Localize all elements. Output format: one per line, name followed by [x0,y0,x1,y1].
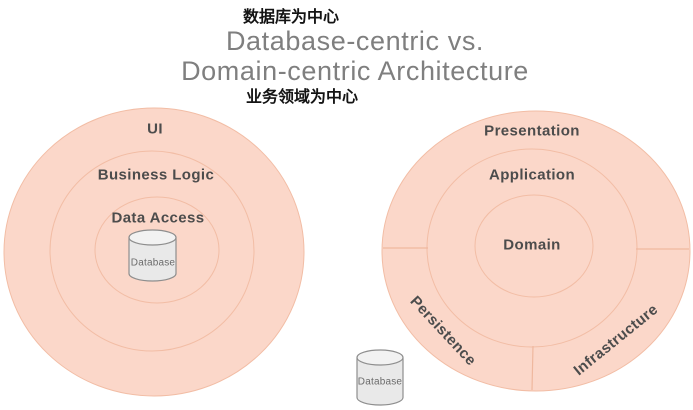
left-ring-label-ui: UI [147,120,163,138]
right-ring-label-domain: Domain [503,236,561,254]
right-diagram-circles [381,110,691,392]
right-ring-label-application: Application [488,166,576,184]
right-outer-circle [381,110,691,392]
left-ring-label-business-logic: Business Logic [97,166,215,184]
right-segment-divider-bottom [531,345,534,391]
left-database-label: Database [130,257,176,269]
domain-centric-chinese-label: 业务领域为中心 [246,89,359,106]
external-database-label: Database [357,376,403,388]
left-middle-circle [49,150,255,352]
database-cylinder-icon [128,229,177,282]
database-centric-chinese-label: 数据库为中心 [242,9,339,26]
left-inner-circle [94,196,220,304]
page-title: Database-centric vs. Domain-centric Arch… [20,26,690,86]
title-line-1: Database-centric vs. [225,26,485,56]
right-inner-circle [474,194,594,298]
external-database-cylinder-icon [356,349,404,406]
title-line-2: Domain-centric Architecture [181,56,529,87]
left-ring-label-data-access: Data Access [111,209,205,227]
right-ring-label-presentation: Presentation [484,122,580,140]
